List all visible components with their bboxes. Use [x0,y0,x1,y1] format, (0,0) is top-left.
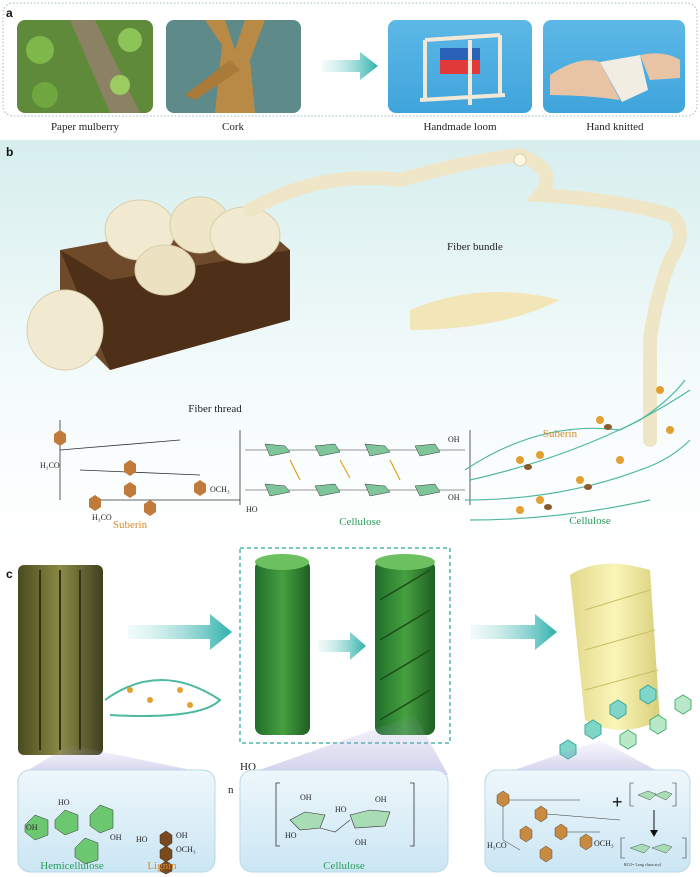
fiber-bundle-label: Fiber bundle [447,241,503,253]
wooden-box-with-spools [26,196,290,371]
rco-note: RCO= Long chain acyl [624,862,662,867]
suberin-structure: H₃CO OCH₃ H₃CO [40,420,240,522]
chem-h3co: H₃CO [487,841,507,850]
lignin-label: Lignin [147,860,177,872]
hand-knitted-photo [543,20,685,113]
plant-fiber-block [18,565,222,755]
cork-photo [166,20,301,113]
esterification-box: H₃CO OCH₃ + RCO= Long chain acyl [484,769,691,873]
handmade-loom-photo [388,20,532,113]
panel-c-label: c [6,567,13,581]
modified-yellow-fiber [559,563,692,760]
chem-oh-2: OH [110,833,122,842]
zoom-cone [20,745,215,775]
caption-hand-knitted: Hand knitted [586,121,644,133]
arrow-icon [322,52,378,80]
chem-oh-3: OH [176,831,188,840]
caption-paper-mulberry: Paper mulberry [51,121,120,133]
panel-a-frame [2,2,698,117]
chem-oh-3: OH [355,838,367,847]
plus-sign: + [612,792,623,812]
chem-oh-2: OH [448,493,460,502]
twisted-cellulose-rods [375,554,435,735]
paper-mulberry-photo [17,20,153,113]
panel-a-label: a [6,6,13,20]
arrow-down-icon [650,830,658,837]
arrow-icon [318,632,366,660]
cellulose-network-label: Cellulose [569,515,611,527]
caption-handmade-loom: Handmade loom [423,121,496,133]
zoom-cone [245,715,448,775]
chem-h3co-2: H₃CO [92,513,112,522]
chem-ho-2: HO [335,805,347,814]
chem-ho-2: HO [136,835,148,844]
chem-h3co: H₃CO [40,461,60,470]
cellulose-label-c: Cellulose [323,860,365,872]
suberin-label: Suberin [113,519,148,531]
dashed-highlight-box [239,547,451,744]
hemicellulose-lignin-box: OH HO OH OH OCH₃ HO Hemicellulose Lignin [17,769,216,875]
chem-oh: OH [448,435,460,444]
panel-c: c [6,547,692,875]
hemicellulose-label: Hemicellulose [40,860,104,872]
chem-ho: HO [285,831,297,840]
chem-och3: OCH₃ [210,485,230,494]
aligned-cellulose-rods [255,554,310,735]
suberin-network-label: Suberin [543,428,578,440]
chem-oh: OH [300,793,312,802]
chem-och3: OCH₃ [176,845,196,854]
arrow-icon [470,614,557,650]
panel-a: a Paper mulberry Cork Handmade loom Hand [2,2,698,133]
panel-b-label: b [6,145,13,159]
chem-och3: OCH₃ [594,839,614,848]
caption-cork: Cork [222,121,245,133]
cellulose-box: OH OH HO HO OH Cellulose [239,769,449,873]
chem-ho: HO [58,798,70,807]
fiber-thread-label: Fiber thread [188,403,242,415]
chem-oh-2: OH [375,795,387,804]
n-label: n [228,784,234,796]
arrow-icon [128,614,232,650]
cellulose-label: Cellulose [339,516,381,528]
chem-oh: OH [26,823,38,832]
suberin-cellulose-network [464,379,691,521]
panel-b: b Fiber thread Fiber bundle H₃CO OC [0,140,700,540]
fiber-bundle-illustration [243,147,687,447]
chem-ho: HO [246,505,258,514]
zoom-cone [500,740,665,775]
cellulose-chain-structure: OH OH HO [239,430,471,514]
